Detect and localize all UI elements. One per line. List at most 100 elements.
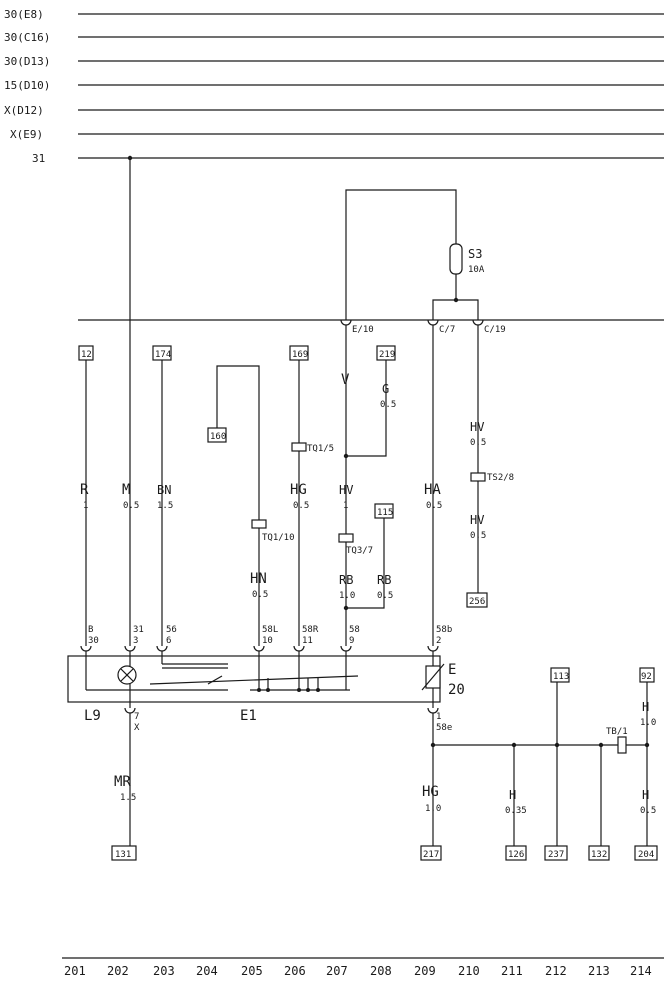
ref-box	[111, 845, 137, 861]
fuse-bridge-wire	[432, 299, 479, 320]
pin-label: X	[134, 723, 140, 733]
pin-socket	[340, 645, 352, 652]
grid-number: 208	[370, 964, 392, 978]
rail-label: X(D12)	[4, 104, 44, 117]
junction-dot	[257, 688, 261, 692]
power-rails: 30(E8) 30(C16) 30(D13) 15(D10) X(D12) X(…	[4, 8, 664, 165]
junction-dot	[430, 742, 436, 748]
pin-labels: B 30 31 3 56 6 58L 10 58R 11 58 9 58b 2 …	[88, 625, 452, 733]
wire-code: H	[509, 788, 516, 802]
fuse-feed-wire	[345, 189, 457, 320]
connector-label: C/19	[484, 325, 506, 335]
ref-box	[505, 845, 527, 861]
connector-symbol	[427, 319, 439, 326]
grid-number: 214	[630, 964, 652, 978]
ref-label: 169	[292, 350, 308, 360]
junction-dot	[343, 453, 349, 459]
wire-size: 0.5	[426, 501, 442, 511]
ref-label: 115	[377, 508, 393, 518]
component-label-e1: E1	[240, 708, 257, 724]
component-label-e-number: 20	[448, 682, 465, 698]
inline-connector	[470, 472, 486, 482]
wire-code: V	[341, 372, 350, 388]
ref-label: 237	[548, 850, 564, 860]
pin-label: 58e	[436, 723, 452, 733]
pin-label: 10	[262, 636, 273, 646]
ref-label: 131	[115, 850, 131, 860]
wire-code: M	[122, 482, 130, 498]
grid-number: 213	[588, 964, 610, 978]
connector-label: TQ1/10	[262, 533, 295, 543]
connector-symbol	[472, 319, 484, 326]
wire-size: 0.5	[252, 590, 268, 600]
inline-connector	[338, 533, 354, 543]
wire-size: 0.5	[640, 806, 656, 816]
wire-size: 1.5	[120, 793, 136, 803]
grid-number: 204	[196, 964, 218, 978]
component-labels: L9 E1 E 20	[84, 662, 465, 724]
pin-socket	[427, 707, 439, 714]
ref-label: 113	[553, 672, 569, 682]
wire-rb-right	[346, 518, 385, 609]
grid-number: 210	[458, 964, 480, 978]
ref-label: 12	[81, 350, 92, 360]
lamp-cross	[120, 668, 134, 682]
wire-size: 1.0	[339, 591, 355, 601]
junction-dot	[343, 605, 349, 611]
ref-label: 204	[638, 850, 654, 860]
grid-number: 202	[107, 964, 129, 978]
wire-size: 0.35	[505, 806, 527, 816]
wire-code: MR	[114, 774, 131, 790]
wire-size: 0.5	[123, 501, 139, 511]
ref-label: 132	[591, 850, 607, 860]
wire-labels-bottom: MR 1.5 HG 1.0 H 0.35 H 1.0 H 0.5	[114, 700, 656, 816]
ref-box	[544, 845, 568, 861]
rheostat-arrow	[421, 663, 445, 691]
pin-socket	[253, 645, 265, 652]
rail-label: 30(E8)	[4, 8, 44, 21]
pin-socket	[156, 645, 168, 652]
wire-size: 0.5	[293, 501, 309, 511]
connector-label: C/7	[439, 325, 455, 335]
fuse-s3	[449, 243, 463, 275]
lamp-bulb	[117, 665, 137, 685]
pin-label: 58b	[436, 625, 452, 635]
pin-label: 6	[166, 636, 171, 646]
wire-code: RB	[339, 573, 353, 587]
pin-label: 58R	[302, 625, 319, 635]
connector-label: TS2/8	[487, 473, 514, 483]
wire-code: HN	[250, 571, 267, 587]
pin-socket	[124, 707, 136, 714]
component-e1	[67, 645, 445, 846]
wire-size: 0.5	[470, 438, 486, 448]
component-label-e: E	[448, 662, 456, 678]
footer-grid: 201 202 203 204 205 206 207 208 209 210 …	[62, 957, 664, 978]
pin-label: 7	[134, 712, 139, 722]
ref-label: 174	[155, 350, 171, 360]
rail-label: 15(D10)	[4, 79, 50, 92]
pin-socket	[80, 645, 92, 652]
pin-label: 11	[302, 636, 313, 646]
wire-size: 1	[343, 501, 348, 511]
wire-size: 0.5	[470, 531, 486, 541]
pin-label: 58	[349, 625, 360, 635]
connector-label: TB/1	[606, 727, 628, 737]
switch-contact	[207, 675, 223, 685]
pin-label: 3	[133, 636, 138, 646]
rail-label: 31	[32, 152, 45, 165]
pin-label: 58L	[262, 625, 278, 635]
grid-number: 207	[326, 964, 348, 978]
connector-symbol	[340, 319, 352, 326]
wire-code: RB	[377, 573, 391, 587]
fuse-rating: 10A	[468, 265, 485, 275]
inline-connector	[291, 442, 307, 452]
junction-dot	[297, 688, 301, 692]
grid-number: 209	[414, 964, 436, 978]
ref-box	[634, 845, 658, 861]
wire-size: 1	[83, 501, 88, 511]
wire-g	[346, 360, 387, 457]
grid-number: 211	[501, 964, 523, 978]
ref-label: 219	[379, 350, 395, 360]
fuse-section: S3 10A	[345, 189, 485, 320]
